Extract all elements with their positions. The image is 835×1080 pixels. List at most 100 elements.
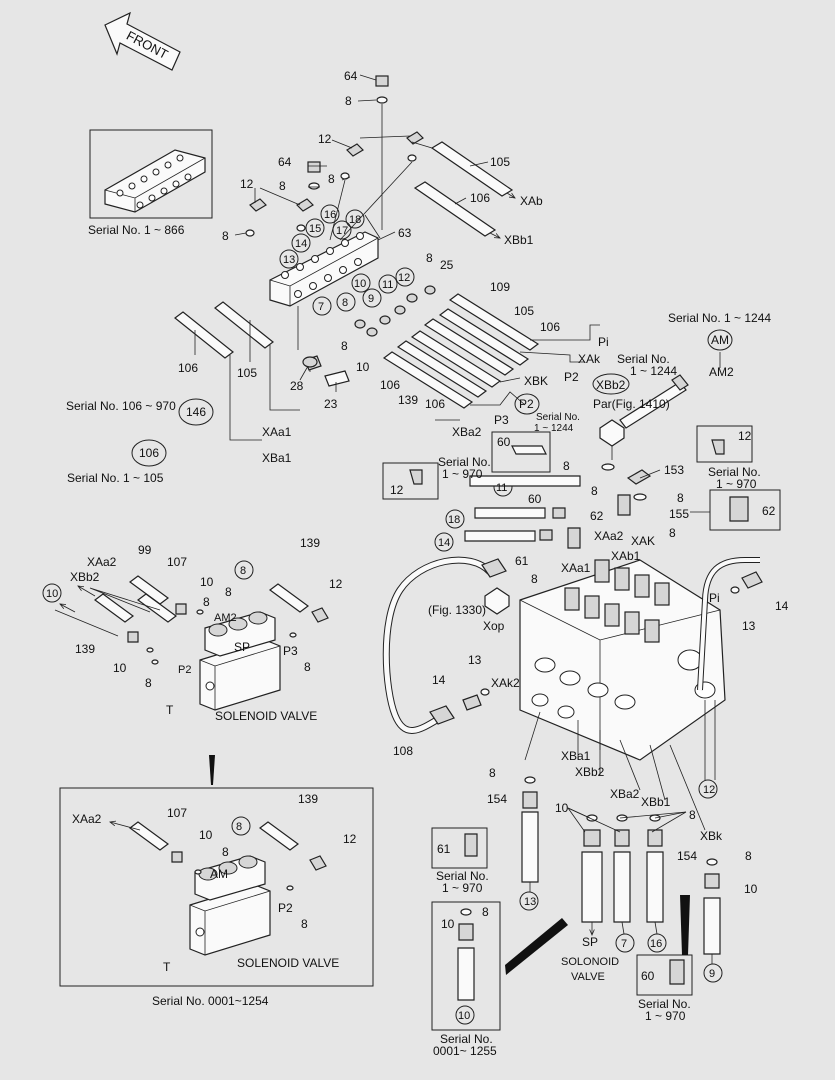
port-xaa1-b: XAa1 bbox=[561, 561, 591, 575]
callout-139b: 139 bbox=[300, 536, 320, 550]
port-xba2: XBa2 bbox=[452, 425, 482, 439]
xop-fitting bbox=[484, 587, 510, 615]
callout-8h: 8 bbox=[563, 459, 570, 473]
control-valve bbox=[519, 559, 726, 761]
port-xba1-b: XBa1 bbox=[561, 749, 591, 763]
callout-7: 7 bbox=[318, 301, 324, 313]
port-am2: AM2 bbox=[709, 365, 734, 379]
callout-8c: 8 bbox=[279, 179, 286, 193]
callout-8i: 8 bbox=[591, 484, 598, 498]
serial-note-970a-l1: Serial No. bbox=[438, 455, 491, 469]
port-xba2-b: XBa2 bbox=[610, 787, 640, 801]
callout-8j: 8 bbox=[677, 491, 684, 505]
callout-8e: 8 bbox=[426, 251, 433, 265]
port-xak2: XAk2 bbox=[491, 676, 520, 690]
port-xaa1: XAa1 bbox=[262, 425, 292, 439]
callout-am-c: AM bbox=[210, 867, 228, 881]
callout-106f: 106 bbox=[139, 446, 159, 460]
port-xaa2: XAa2 bbox=[594, 529, 624, 543]
port-xab1: XAb1 bbox=[611, 549, 641, 563]
callout-106b: 106 bbox=[540, 320, 560, 334]
callout-107: 107 bbox=[167, 555, 187, 569]
label-solonoid-l1: SOLONOID bbox=[561, 956, 619, 968]
port-sp: SP bbox=[582, 935, 598, 949]
callout-28: 28 bbox=[290, 379, 304, 393]
callout-10i: 10 bbox=[113, 661, 127, 675]
serial-note-970c-l1: Serial No. bbox=[436, 869, 489, 883]
callout-7b: 7 bbox=[621, 938, 627, 950]
callout-9b: 9 bbox=[709, 968, 715, 980]
callout-106a: 106 bbox=[470, 191, 490, 205]
port-p2-d: P2 bbox=[278, 901, 293, 915]
callout-12c: 12 bbox=[398, 272, 410, 284]
callout-106e: 106 bbox=[425, 397, 445, 411]
port-xbk-2: XBk bbox=[700, 829, 723, 843]
callout-11b: 11 bbox=[496, 482, 507, 494]
callout-8-circled: 8 bbox=[240, 565, 246, 577]
callout-13c: 13 bbox=[468, 653, 482, 667]
port-p3-b: P3 bbox=[283, 644, 298, 658]
callout-10g: 10 bbox=[200, 575, 214, 589]
callout-8d: 8 bbox=[222, 229, 229, 243]
callout-8q: 8 bbox=[225, 585, 232, 599]
callout-146: 146 bbox=[186, 405, 206, 419]
callout-8p: 8 bbox=[482, 905, 489, 919]
callout-153: 153 bbox=[664, 463, 684, 477]
callout-8-circled-b: 8 bbox=[236, 821, 242, 833]
callout-105c: 105 bbox=[237, 366, 257, 380]
callout-139d: 139 bbox=[298, 792, 318, 806]
serial-note-1255-l2: 0001~ 1255 bbox=[433, 1044, 497, 1058]
callout-8k: 8 bbox=[669, 526, 676, 540]
callout-106c: 106 bbox=[178, 361, 198, 375]
callout-am: AM bbox=[711, 333, 729, 347]
callout-17: 17 bbox=[336, 225, 348, 237]
serial-note-970a-l2: 1 ~ 970 bbox=[442, 467, 483, 481]
callout-10e: 10 bbox=[441, 917, 455, 931]
port-xak-caps: XAK bbox=[631, 534, 655, 548]
callout-9: 9 bbox=[368, 293, 374, 305]
callout-8a: 8 bbox=[345, 94, 352, 108]
bottom-hoses bbox=[431, 776, 721, 1031]
callout-8l: 8 bbox=[531, 572, 538, 586]
callout-10h: 10 bbox=[46, 588, 58, 600]
callout-62a: 62 bbox=[762, 504, 776, 518]
callout-13d: 13 bbox=[524, 896, 536, 908]
right-upper-fittings bbox=[382, 352, 781, 549]
callout-15: 15 bbox=[309, 223, 321, 235]
port-xak: XAk bbox=[578, 352, 601, 366]
callout-14c: 14 bbox=[775, 599, 789, 613]
port-xbb2-a: XBb2 bbox=[70, 570, 100, 584]
callout-14: 14 bbox=[295, 238, 307, 250]
manifold-block bbox=[269, 231, 379, 307]
port-xaa2-a: XAa2 bbox=[87, 555, 117, 569]
callout-14b: 14 bbox=[438, 537, 450, 549]
label-t2: T bbox=[163, 960, 171, 974]
pi-hose bbox=[697, 557, 763, 780]
port-p3: P3 bbox=[494, 413, 509, 427]
callout-139: 139 bbox=[398, 393, 418, 407]
callout-8o: 8 bbox=[745, 849, 752, 863]
serial-note-1244a: Serial No. 1 ~ 1244 bbox=[668, 311, 771, 325]
washer-bolt bbox=[299, 356, 337, 392]
callout-12g: 12 bbox=[329, 577, 343, 591]
callout-108: 108 bbox=[393, 744, 413, 758]
port-leaders bbox=[524, 711, 706, 831]
solenoid-valve-upper bbox=[54, 575, 329, 711]
callout-12b: 12 bbox=[240, 177, 254, 191]
left-hoses bbox=[174, 301, 350, 441]
callout-62b: 62 bbox=[590, 509, 604, 523]
callout-p2-circled: P2 bbox=[519, 397, 534, 411]
top-fittings bbox=[245, 75, 424, 241]
port-p2: P2 bbox=[564, 370, 579, 384]
callout-23: 23 bbox=[324, 397, 338, 411]
serial-note-106-970: Serial No. 106 ~ 970 bbox=[66, 399, 176, 413]
serial-note-866: Serial No. 1 ~ 866 bbox=[88, 223, 185, 237]
hose-108 bbox=[382, 556, 507, 734]
callout-64a: 64 bbox=[344, 69, 358, 83]
callout-8u: 8 bbox=[222, 845, 229, 859]
callout-10a: 10 bbox=[354, 278, 366, 290]
leader-lines-top bbox=[234, 74, 489, 241]
port-pi-2: Pi bbox=[709, 591, 720, 605]
serial-note-1244b-l2: 1 ~ 1244 bbox=[630, 364, 677, 378]
